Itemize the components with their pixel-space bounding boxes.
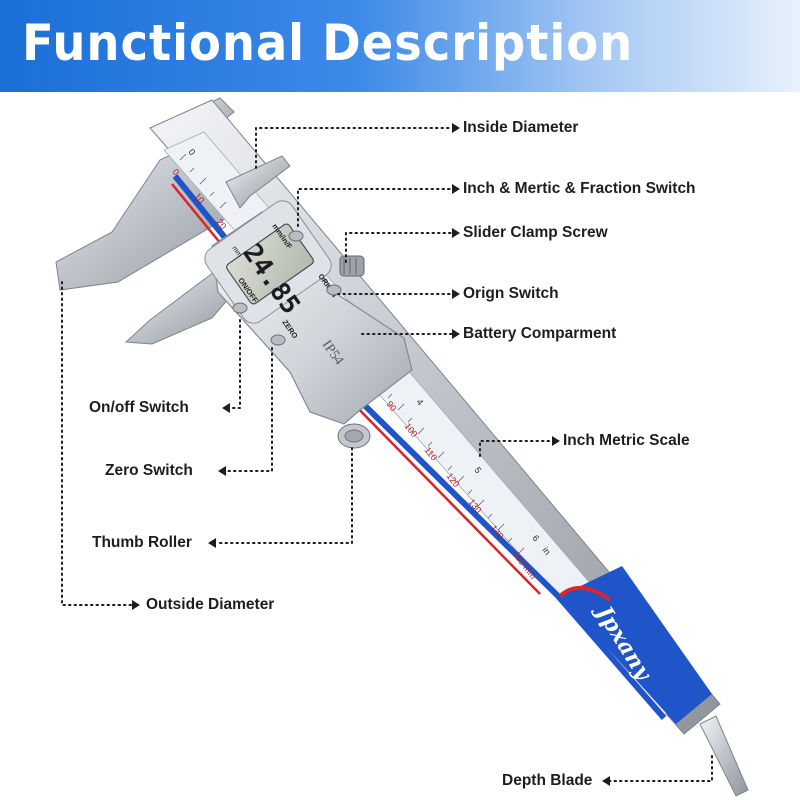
leader-arrows bbox=[132, 123, 610, 786]
inch-label-4: 4 bbox=[414, 397, 425, 407]
onoff-button[interactable] bbox=[232, 302, 248, 314]
label-battery: Battery Comparment bbox=[463, 325, 617, 342]
inch-unit-label: in bbox=[540, 545, 552, 557]
tick-label-10: 10 bbox=[192, 191, 206, 205]
depth-blade bbox=[699, 715, 749, 797]
mode-button[interactable] bbox=[288, 230, 304, 242]
inch-label-0: 0 bbox=[186, 147, 197, 157]
label-onoff-switch: On/off Switch bbox=[89, 399, 189, 416]
header-banner: Functional Description bbox=[0, 0, 800, 92]
label-thumb-roller: Thumb Roller bbox=[92, 534, 192, 551]
leader-lines bbox=[61, 127, 713, 782]
inside-jaw-sliding bbox=[225, 155, 291, 209]
label-inside-diameter: Inside Diameter bbox=[463, 119, 579, 136]
label-inch-metric-scale: Inch Metric Scale bbox=[563, 432, 690, 449]
tick-label-20: 20 bbox=[214, 217, 228, 231]
tick-label-90: 90 bbox=[384, 399, 398, 413]
label-outside-diameter: Outside Diameter bbox=[146, 596, 275, 613]
thumb-roller[interactable] bbox=[337, 423, 371, 449]
clamp-screw[interactable] bbox=[339, 255, 365, 277]
label-origin-switch: Orign Switch bbox=[463, 285, 559, 302]
label-zero-switch: Zero Switch bbox=[105, 462, 193, 479]
tick-label-0: 0 bbox=[170, 167, 181, 177]
brand-panel bbox=[560, 566, 712, 724]
inch-label-6: 6 bbox=[530, 533, 541, 543]
page-title: Functional Description bbox=[22, 14, 634, 72]
inch-label-5: 5 bbox=[472, 465, 483, 475]
zero-button[interactable] bbox=[270, 334, 286, 346]
label-depth-blade: Depth Blade bbox=[502, 772, 593, 789]
scale-ticks bbox=[179, 153, 525, 555]
label-clamp-screw: Slider Clamp Screw bbox=[463, 224, 608, 241]
origin-button[interactable] bbox=[326, 284, 342, 296]
label-unit-switch: Inch & Mertic & Fraction Switch bbox=[463, 180, 696, 197]
